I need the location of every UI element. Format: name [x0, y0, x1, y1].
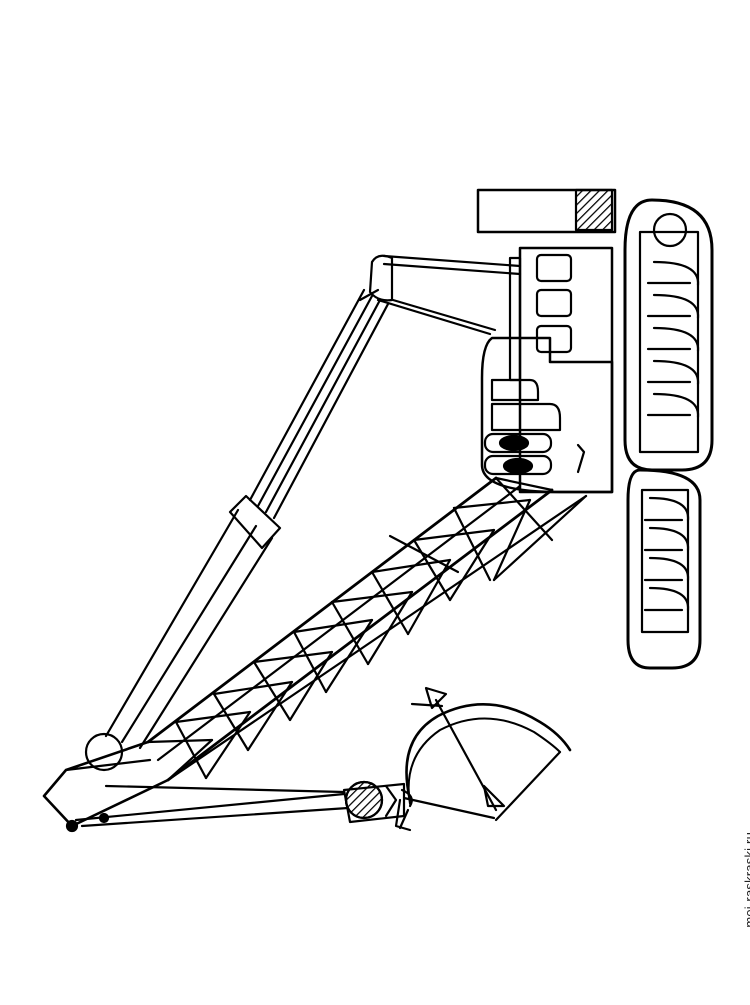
- lattice-boom: [44, 478, 586, 831]
- crane-cab: [478, 190, 615, 492]
- watermark-text: moi-raskraski.ru: [742, 832, 750, 928]
- boom-strut: [360, 256, 520, 334]
- crawler-track-lower: [628, 470, 700, 668]
- hoist-cable: [76, 786, 348, 826]
- hook-block: [344, 782, 412, 822]
- crawler-track-upper: [625, 200, 712, 470]
- crossbow: [396, 688, 570, 830]
- mast: [86, 290, 388, 770]
